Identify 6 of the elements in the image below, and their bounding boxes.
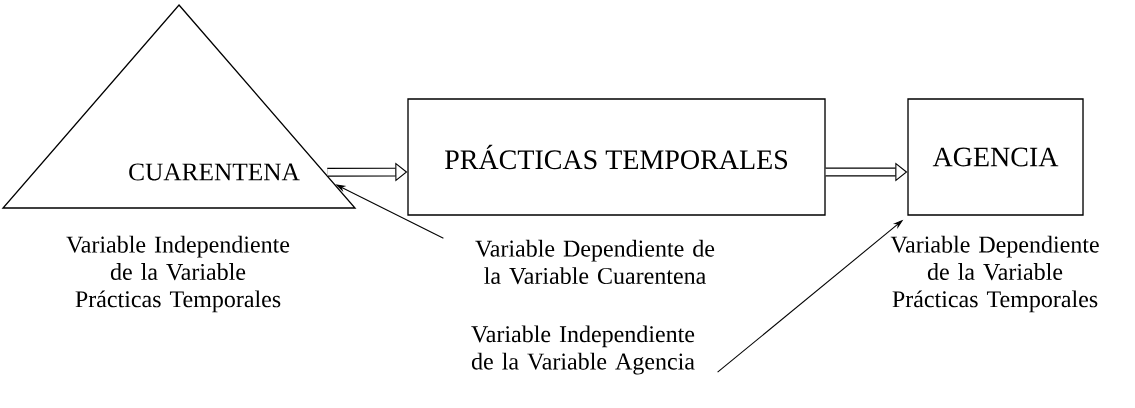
process-box: AGENCIA [907,98,1084,216]
annotation-text: Variable Independiente de la Variable Agencia [471,325,695,375]
caption-text: Variable Dependiente de la Variable Prácticas Temporales [890,235,1099,313]
annotation-text: Variable Dependiente de la Variable Cuarentena [475,239,715,285]
caption-text: Variable Independiente de la Variable Prácticas Temporales [66,235,290,313]
process-box: PRÁCTICAS TEMPORALES [407,98,826,216]
